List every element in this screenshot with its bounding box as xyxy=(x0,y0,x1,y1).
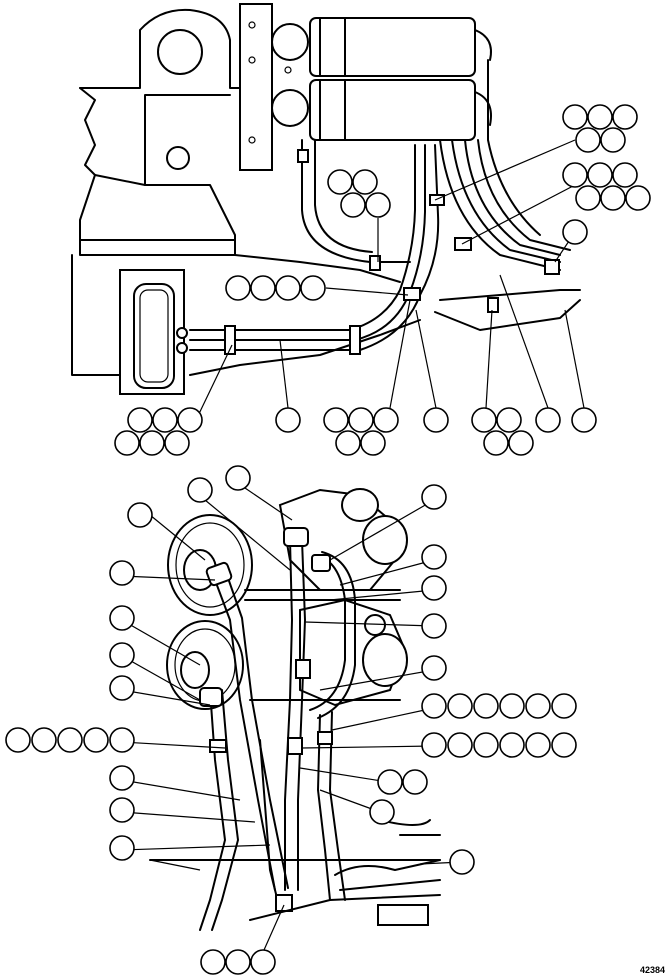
bottom-view-assembly xyxy=(149,488,441,931)
top-view-assembly xyxy=(71,3,581,395)
callout-bubbles xyxy=(5,104,651,975)
leader-lines xyxy=(121,139,585,951)
figure-number: 42384 xyxy=(639,965,665,975)
